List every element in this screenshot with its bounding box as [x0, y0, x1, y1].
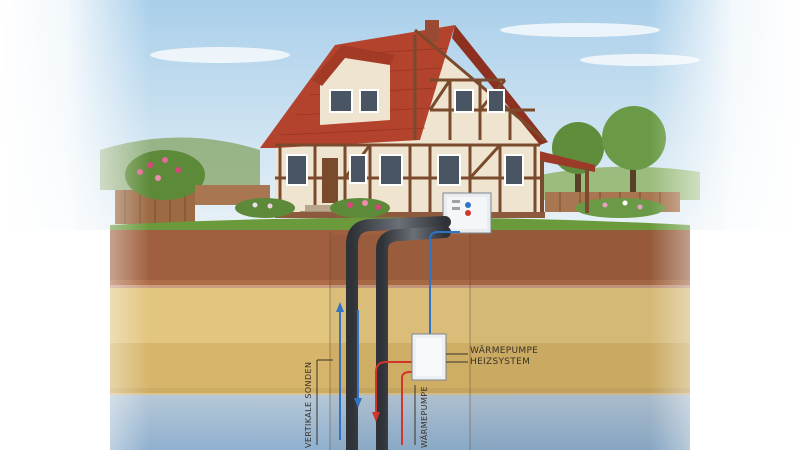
probe-pipes	[346, 216, 451, 450]
garden-fence-right	[545, 192, 680, 218]
arrow-up-blue	[336, 302, 344, 312]
arrow-down-red	[372, 412, 380, 422]
sand-layer	[110, 288, 690, 343]
blue-flow-line	[339, 231, 460, 440]
outdoor-heat-pump	[442, 192, 492, 234]
label-leaders	[316, 359, 416, 445]
heat-pump-label: WÄRMEPUMPE	[470, 346, 539, 356]
carport	[535, 150, 595, 215]
red-flow-line	[375, 361, 415, 445]
clay-layer	[110, 343, 690, 393]
clouds	[150, 23, 700, 66]
ground-cross-section	[110, 217, 690, 450]
vertical-probes-label: VERTIKALE SONDEN	[304, 361, 313, 448]
half-timbered-house	[235, 20, 548, 218]
arrow-down-blue	[354, 398, 362, 408]
underground-heat-pump	[411, 333, 468, 381]
heating-system-label: HEIZSYSTEM	[470, 357, 531, 367]
groundwater-layer	[110, 395, 690, 450]
heat-pump-vertical-label: WÄRMEPUMPE	[420, 386, 429, 448]
front-door	[322, 158, 338, 203]
